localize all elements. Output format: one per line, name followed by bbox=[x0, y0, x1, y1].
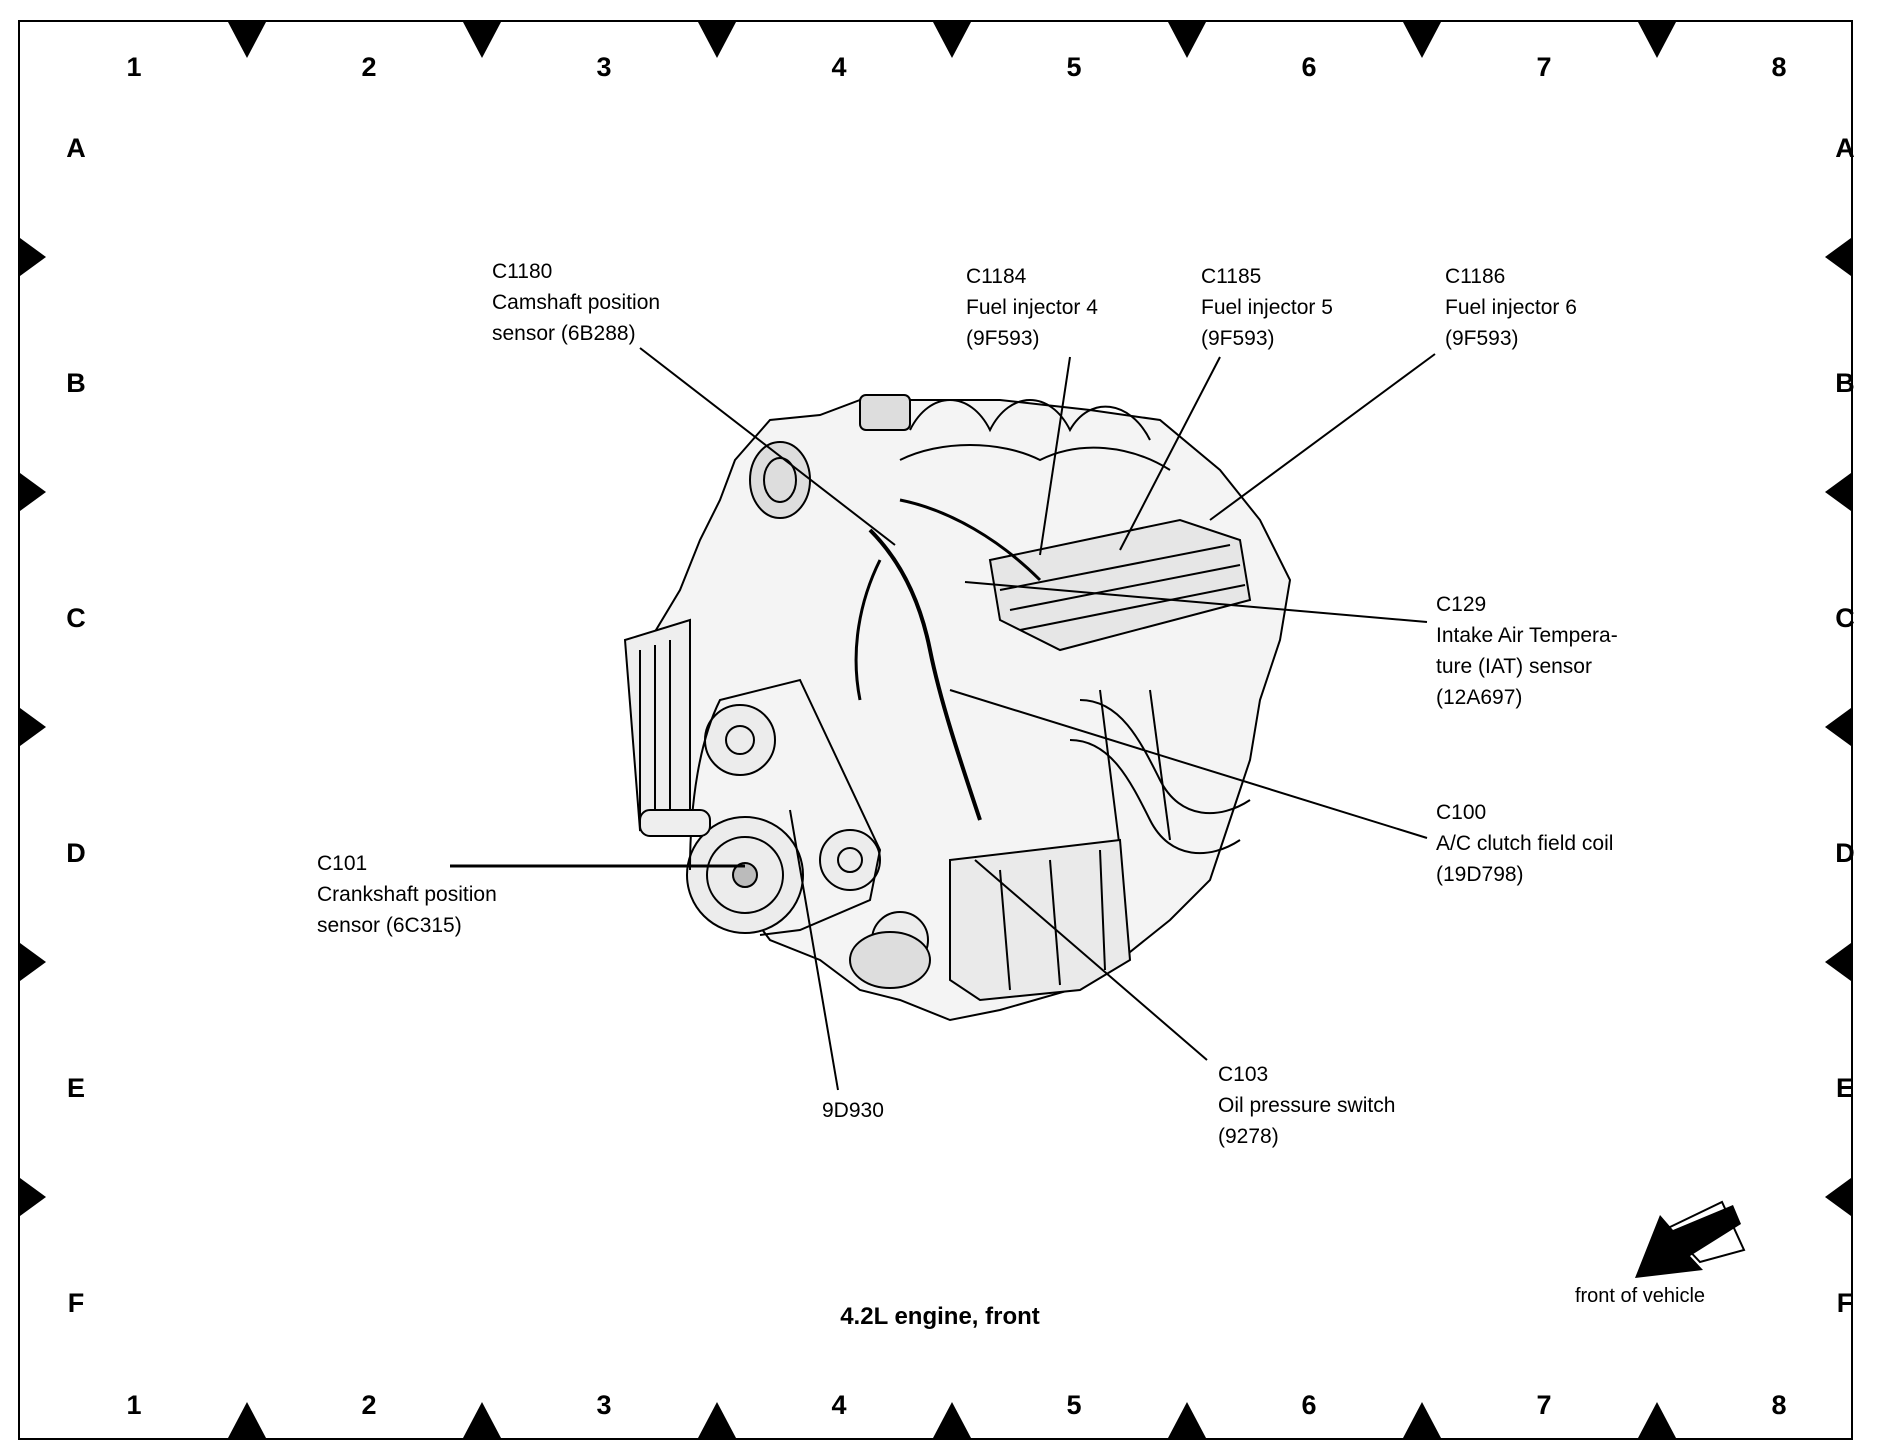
callout-c129: C129 Intake Air Tempera- ture (IAT) sens… bbox=[1436, 589, 1618, 713]
leader-c100 bbox=[949, 689, 1428, 839]
callout-text: ture (IAT) sensor bbox=[1436, 655, 1592, 678]
callout-code: C100 bbox=[1436, 801, 1487, 824]
callout-c1186: C1186 Fuel injector 6 (9F593) bbox=[1445, 261, 1577, 354]
callout-c1180: C1180 Camshaft position sensor (6B288) bbox=[492, 256, 660, 349]
callout-text: (19D798) bbox=[1436, 863, 1524, 886]
callout-c101: C101 Crankshaft position sensor (6C315) bbox=[317, 848, 497, 941]
callout-text: (9F593) bbox=[966, 327, 1040, 350]
grid-row-left-e: E bbox=[66, 1073, 85, 1103]
grid-col-top-6: 6 bbox=[1301, 52, 1317, 82]
leader-9d930 bbox=[789, 809, 839, 1091]
leader-c1186 bbox=[1209, 353, 1436, 521]
front-of-vehicle-label: front of vehicle bbox=[1574, 1285, 1706, 1307]
right-zone-markers bbox=[1825, 238, 1851, 1216]
grid-row-right-d: D bbox=[1835, 838, 1855, 868]
leader-lines bbox=[450, 347, 1436, 1091]
diagram-frame bbox=[18, 20, 1853, 1440]
callout-text: sensor (6C315) bbox=[317, 914, 462, 937]
callout-text: (9F593) bbox=[1201, 327, 1275, 350]
grid-row-left-d: D bbox=[66, 838, 86, 868]
callout-code: C1185 bbox=[1201, 265, 1262, 288]
grid-row-right-b: B bbox=[1835, 368, 1855, 398]
grid-col-top-1: 1 bbox=[126, 52, 142, 82]
grid-col-bottom-6: 6 bbox=[1301, 1390, 1317, 1420]
callout-text: (12A697) bbox=[1436, 686, 1523, 709]
top-zone-markers bbox=[228, 22, 1676, 58]
grid-col-bottom-3: 3 bbox=[596, 1390, 612, 1420]
grid-row-right-c: C bbox=[1835, 603, 1855, 633]
grid-col-top-8: 8 bbox=[1771, 52, 1787, 82]
callout-code: C103 bbox=[1218, 1063, 1269, 1086]
engine-illustration bbox=[623, 394, 1292, 1022]
leader-c1180 bbox=[639, 347, 896, 546]
callout-code: 9D930 bbox=[822, 1099, 884, 1122]
callout-text: (9278) bbox=[1218, 1125, 1279, 1148]
callout-9d930: 9D930 bbox=[822, 1095, 884, 1126]
callout-text: Crankshaft position bbox=[317, 883, 497, 906]
callout-text: Camshaft position bbox=[492, 291, 661, 314]
grid-row-left-b: B bbox=[66, 368, 86, 398]
callout-c1184: C1184 Fuel injector 4 (9F593) bbox=[966, 261, 1098, 354]
callout-code: C1180 bbox=[492, 260, 553, 283]
grid-row-left-f: F bbox=[67, 1288, 85, 1318]
front-of-vehicle-arrow-icon bbox=[1635, 1200, 1746, 1278]
callout-text: sensor (6B288) bbox=[492, 322, 636, 345]
grid-col-top-2: 2 bbox=[361, 52, 377, 82]
callout-code: C101 bbox=[317, 852, 368, 875]
leader-c103 bbox=[974, 859, 1208, 1061]
grid-col-bottom-5: 5 bbox=[1066, 1390, 1082, 1420]
leader-c1184 bbox=[1039, 356, 1071, 556]
grid-col-bottom-1: 1 bbox=[126, 1390, 142, 1420]
grid-col-bottom-2: 2 bbox=[361, 1390, 377, 1420]
grid-col-bottom-8: 8 bbox=[1771, 1390, 1787, 1420]
callout-text: Fuel injector 6 bbox=[1445, 296, 1577, 319]
grid-col-bottom-4: 4 bbox=[831, 1390, 847, 1420]
callout-text: A/C clutch field coil bbox=[1436, 832, 1614, 855]
grid-row-right-e: E bbox=[1835, 1073, 1854, 1103]
callout-text: Oil pressure switch bbox=[1218, 1094, 1396, 1117]
grid-col-top-3: 3 bbox=[596, 52, 612, 82]
callout-c1185: C1185 Fuel injector 5 (9F593) bbox=[1201, 261, 1333, 354]
grid-row-right-a: A bbox=[1835, 133, 1855, 163]
callout-text: (9F593) bbox=[1445, 327, 1519, 350]
bottom-zone-markers bbox=[228, 1402, 1676, 1438]
callout-text: Fuel injector 5 bbox=[1201, 296, 1333, 319]
leader-c1185 bbox=[1119, 356, 1221, 551]
grid-col-top-4: 4 bbox=[831, 52, 847, 82]
callout-text: Fuel injector 4 bbox=[966, 296, 1098, 319]
callout-code: C1186 bbox=[1445, 265, 1506, 288]
grid-row-left-a: A bbox=[66, 133, 86, 163]
grid-col-top-5: 5 bbox=[1066, 52, 1082, 82]
diagram-caption: 4.2L engine, front bbox=[840, 1303, 1040, 1330]
callout-code: C1184 bbox=[966, 265, 1027, 288]
callout-c103: C103 Oil pressure switch (9278) bbox=[1218, 1059, 1395, 1152]
callout-c100: C100 A/C clutch field coil (19D798) bbox=[1436, 797, 1613, 890]
callout-text: Intake Air Tempera- bbox=[1436, 624, 1618, 647]
grid-col-bottom-7: 7 bbox=[1536, 1390, 1552, 1420]
grid-row-right-f: F bbox=[1836, 1288, 1854, 1318]
leader-c129 bbox=[964, 581, 1428, 623]
callout-code: C129 bbox=[1436, 593, 1487, 616]
grid-col-top-7: 7 bbox=[1536, 52, 1552, 82]
left-zone-markers bbox=[20, 238, 46, 1216]
grid-row-left-c: C bbox=[66, 603, 86, 633]
